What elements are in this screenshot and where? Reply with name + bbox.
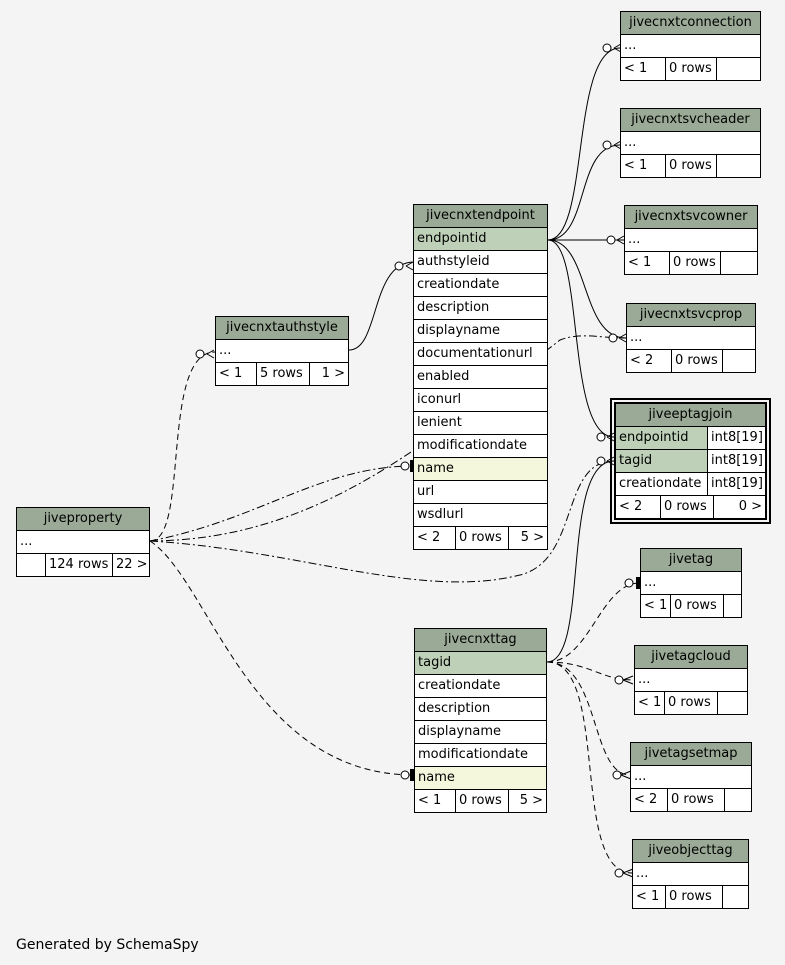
table-title: jivetagsetmap (631, 743, 751, 766)
column-row: url (414, 481, 547, 504)
column-row: name (415, 767, 546, 790)
column-row: modificationdate (415, 744, 546, 767)
column-row: ... (621, 35, 760, 58)
column-row: ... (641, 572, 741, 595)
table-title: jiveeptagjoin (616, 404, 765, 427)
table-title: jivecnxtsvcowner (625, 206, 757, 229)
table-title: jivetagcloud (635, 646, 747, 669)
edge-endpoint-eptagjoin (547, 239, 615, 438)
column-row: ... (635, 669, 747, 692)
column-row: tagid (415, 652, 546, 675)
edge-endpoint-connection (547, 47, 621, 241)
column-row: displayname (415, 721, 546, 744)
table-title: jiveproperty (17, 508, 149, 531)
table-jivecnxtendpoint[interactable]: jivecnxtendpoint endpointid authstyleid … (413, 204, 548, 550)
column-row: wsdlurl (414, 504, 547, 527)
edge-cnxttag-objecttag (546, 661, 633, 874)
column-row: iconurl (414, 389, 547, 412)
column-row: documentationurl (414, 343, 547, 366)
column-row: ... (631, 766, 751, 789)
edge-cnxttag-eptagjoin (546, 460, 615, 663)
table-title: jivecnxtauthstyle (216, 317, 348, 340)
table-title: jivecnxtconnection (621, 12, 760, 35)
edge-endpoint-svcheader (547, 144, 621, 241)
table-title: jivecnxtendpoint (414, 205, 547, 228)
edge-authstyle-endpoint (348, 261, 415, 351)
column-row: creationdate (415, 675, 546, 698)
column-row: ... (216, 340, 348, 363)
column-row: ... (633, 863, 748, 886)
column-row: ... (17, 531, 149, 554)
table-title: jivecnxtsvcprop (627, 304, 755, 327)
column-row: ... (625, 229, 757, 252)
column-row: name (414, 458, 547, 481)
edge-property-authstyle (149, 351, 216, 542)
column-row: enabled (414, 366, 547, 389)
column-row: authstyleid (414, 251, 547, 274)
edge-property-cnxttag (149, 540, 415, 776)
edge-property-endpoint (149, 465, 415, 542)
column-row: ... (621, 132, 760, 155)
edge-endpoint-svcprop (547, 239, 627, 339)
table-title: jivecnxtsvcheader (621, 109, 760, 132)
generated-by-credit: Generated by SchemaSpy (16, 937, 199, 953)
table-title: jivetag (641, 549, 741, 572)
table-jivecnxttag[interactable]: jivecnxttag tagid creationdate descripti… (414, 628, 547, 813)
edge-cnxttag-jivetag (546, 582, 641, 663)
column-row: modificationdate (414, 435, 547, 458)
column-row: creationdate (414, 274, 547, 297)
column-row: lenient (414, 412, 547, 435)
column-row: description (415, 698, 546, 721)
table-title: jivecnxttag (415, 629, 546, 652)
column-row: description (414, 297, 547, 320)
column-row: endpointid (414, 228, 547, 251)
edge-cnxttag-tagcloud (546, 661, 635, 681)
column-row: ... (627, 327, 755, 350)
column-row: displayname (414, 320, 547, 343)
edge-property-eptagjoin (149, 460, 615, 583)
table-title: jiveobjecttag (633, 840, 748, 863)
